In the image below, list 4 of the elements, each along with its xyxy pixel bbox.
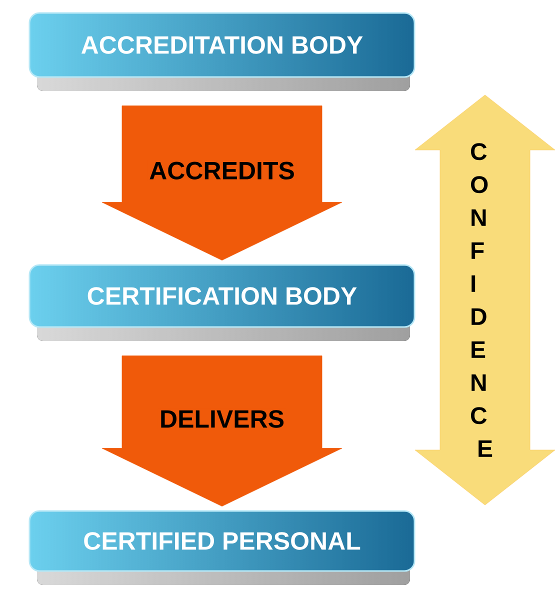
edge-label: DELIVERS [161,410,284,428]
block-arrow [102,356,342,506]
block-arrow [102,106,342,260]
edge-label: ACCREDITS [150,162,294,180]
